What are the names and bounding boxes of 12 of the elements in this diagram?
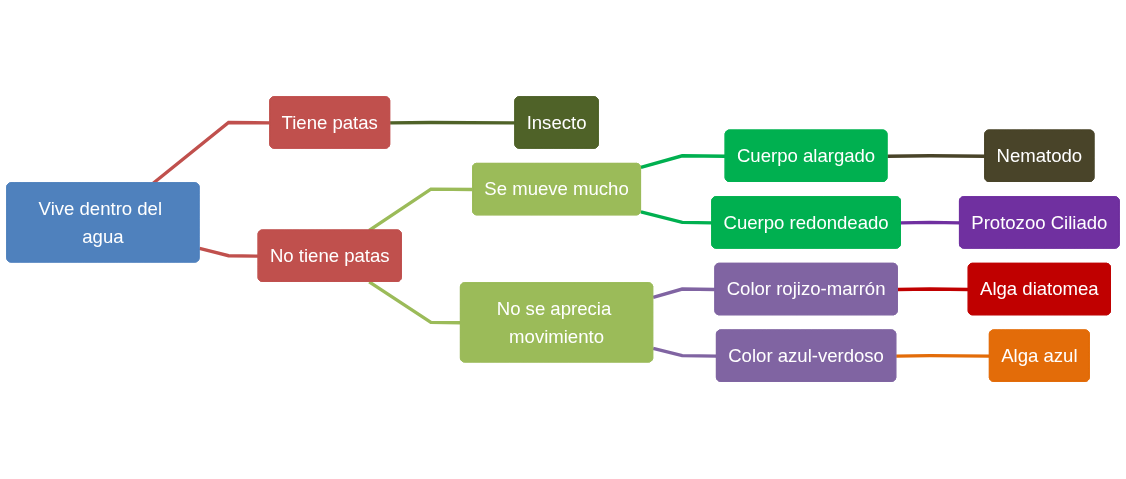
connector: [368, 280, 461, 325]
connector: [390, 121, 516, 125]
connector: [640, 210, 713, 225]
connector: [900, 221, 960, 225]
connector: [199, 247, 259, 259]
connector: [640, 154, 726, 170]
connector: [652, 287, 716, 300]
connector: [152, 121, 271, 185]
connector: [897, 287, 969, 292]
connector: [887, 154, 986, 159]
connector: [652, 347, 717, 359]
connector: [896, 354, 990, 359]
